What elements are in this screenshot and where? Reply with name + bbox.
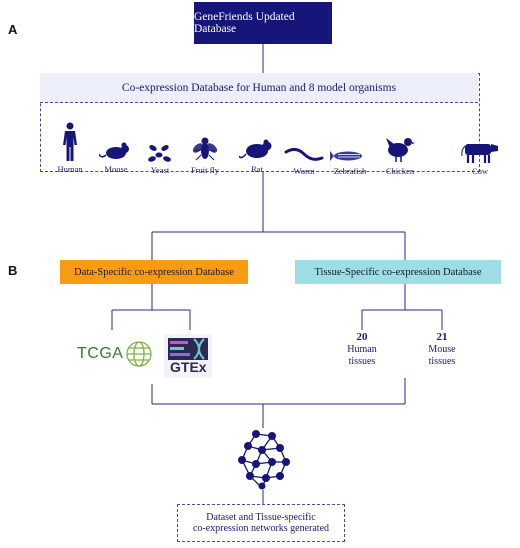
human-tissues: 20 Human tissues	[337, 331, 387, 368]
fruit-fly-icon	[192, 137, 218, 161]
organism-label: Worm	[293, 166, 315, 176]
data-specific-database-box: Data-Specific co-expression Database	[60, 260, 248, 284]
network-icon	[238, 430, 290, 490]
organism-label: Yeast	[150, 165, 170, 175]
tcga-logo: TCGA	[77, 340, 155, 372]
panel-letter-a: A	[8, 22, 18, 37]
mouse-tissues-line1: Mouse	[428, 344, 456, 355]
organism-chicken: Chicken	[370, 134, 430, 176]
final-line2: co-expression networks generated	[192, 523, 330, 534]
human-tissues-line2: tissues	[348, 356, 376, 367]
worm-icon	[284, 147, 324, 161]
final-line1: Dataset and Tissue-specific	[206, 512, 316, 523]
yeast-icon	[148, 145, 171, 162]
tcga-logo-text: TCGA	[77, 345, 124, 362]
tissue-specific-database-box: Tissue-Specific co-expression Database	[295, 260, 501, 284]
chicken-icon	[386, 138, 415, 162]
organism-label: Cow	[471, 166, 489, 176]
organism-label: Rat	[251, 164, 263, 174]
zebrafish-icon	[330, 151, 362, 161]
human-icon	[63, 122, 77, 161]
organism-label: Chicken	[385, 166, 415, 176]
gtex-logo-graphic	[164, 334, 212, 378]
mouse-icon	[99, 142, 129, 159]
gtex-logo-text: GTEx	[170, 359, 207, 375]
mouse-tissues: 21 Mouse tissues	[417, 331, 467, 368]
organism-fruit-fly: Fruit fly	[175, 135, 235, 175]
organism-mouse: Mouse	[86, 140, 146, 174]
organisms-database-header: Co-expression Database for Human and 8 m…	[40, 73, 478, 103]
organism-label: Human	[57, 164, 83, 174]
organism-human: Human	[40, 122, 100, 174]
organism-worm: Worm	[274, 146, 334, 176]
database-title-box: GeneFriends Updated Database	[194, 2, 332, 44]
organism-rat: Rat	[227, 138, 287, 174]
rat-icon	[239, 139, 272, 159]
organism-zebrafish: Zebrafish	[320, 148, 380, 176]
human-tissues-line1: Human	[347, 344, 377, 355]
organism-label: Mouse	[104, 164, 128, 174]
globe-icon	[126, 341, 152, 367]
networks-generated-box: Dataset and Tissue-specific co-expressio…	[177, 504, 345, 542]
mouse-tissues-line2: tissues	[428, 356, 456, 367]
organism-label: Fruit fly	[190, 165, 220, 175]
mouse-tissues-count: 21	[436, 331, 448, 343]
organism-cow: Cow	[450, 138, 510, 176]
gtex-logo: GTEx	[164, 334, 212, 378]
organism-label: Zebrafish	[333, 166, 367, 176]
human-tissues-count: 20	[356, 331, 368, 343]
cow-icon	[461, 144, 498, 163]
panel-letter-b: B	[8, 263, 18, 278]
organism-yeast: Yeast	[130, 143, 190, 175]
